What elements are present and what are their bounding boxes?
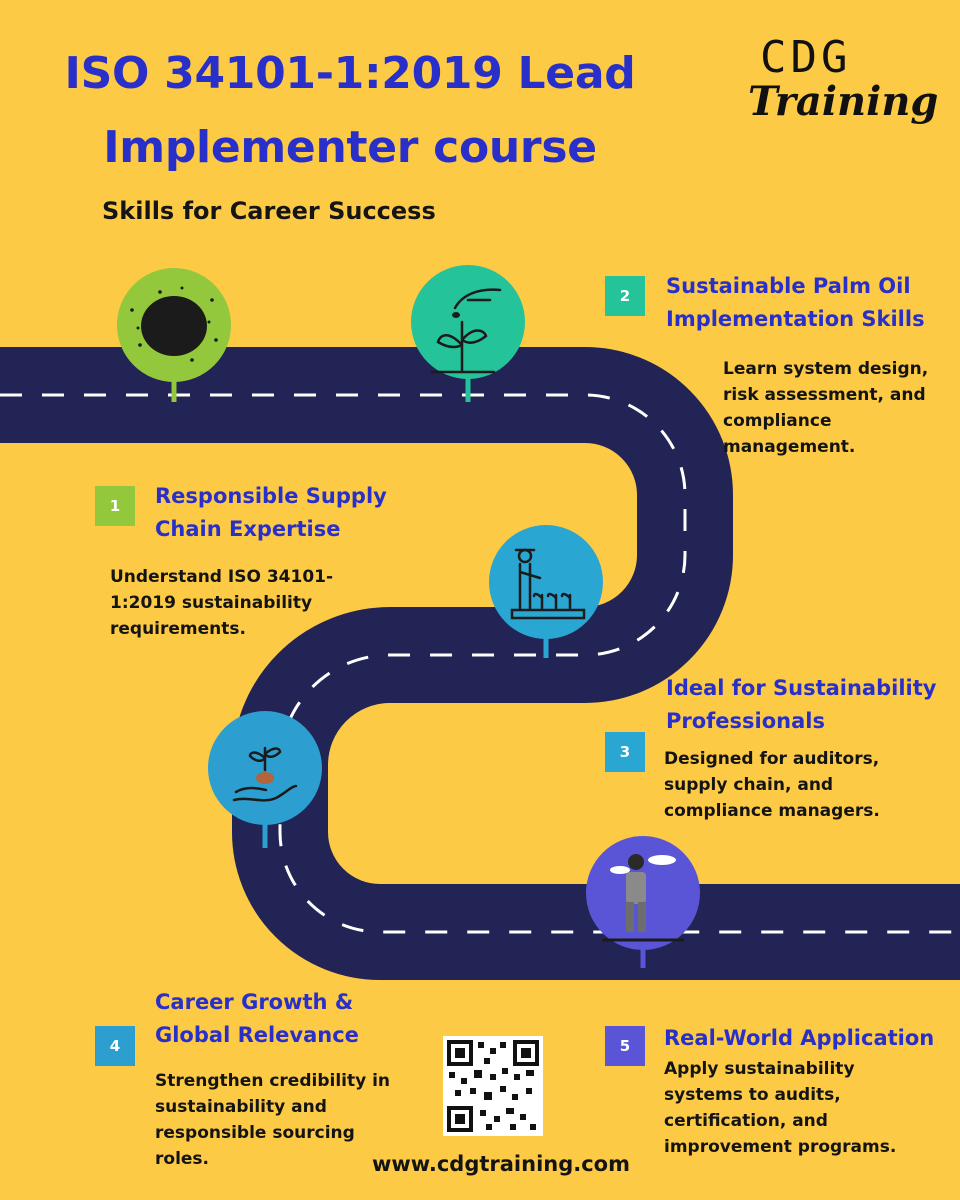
step-desc-5: Apply sustainability systems to audits, … — [664, 1056, 896, 1160]
step-title-3-line2: Professionals — [666, 709, 825, 733]
step-desc-3-line: supply chain, and — [664, 775, 834, 795]
step-badge-2: 2 — [605, 276, 645, 316]
step-title-3-line1: Ideal for Sustainability — [666, 676, 937, 700]
step-desc-2: Learn system design, risk assessment, an… — [723, 356, 928, 460]
step-title-2: Sustainable Palm Oil Implementation Skil… — [666, 270, 925, 336]
step-desc-1-line: 1:2019 sustainability — [110, 593, 313, 613]
step-title-2-line1: Sustainable Palm Oil — [666, 274, 911, 298]
step-desc-4-line: responsible sourcing — [155, 1123, 355, 1143]
step-title-4-line1: Career Growth & — [155, 990, 354, 1014]
step-desc-3-line: compliance managers. — [664, 801, 880, 821]
page-title-line2: Implementer course — [103, 122, 597, 173]
step-desc-4-line: sustainability and — [155, 1097, 327, 1117]
step-desc-5-line: certification, and — [664, 1111, 828, 1131]
step-desc-5-line: systems to audits, — [664, 1085, 841, 1105]
step-desc-1: Understand ISO 34101- 1:2019 sustainabil… — [110, 564, 333, 642]
step-title-2-line2: Implementation Skills — [666, 307, 925, 331]
step-desc-2-line: compliance — [723, 411, 832, 431]
hand-sprout-marker-icon — [208, 711, 322, 848]
step-title-4: Career Growth & Global Relevance — [155, 986, 359, 1052]
step-badge-1: 1 — [95, 486, 135, 526]
step-desc-3: Designed for auditors, supply chain, and… — [664, 746, 880, 824]
step-desc-5-line: improvement programs. — [664, 1137, 897, 1157]
gardener-marker-icon — [586, 836, 700, 968]
step-desc-2-line: risk assessment, and — [723, 385, 926, 405]
page-title-line1: ISO 34101-1:2019 Lead — [64, 48, 636, 99]
qr-code-icon — [443, 1036, 543, 1136]
page-subtitle: Skills for Career Success — [102, 197, 436, 225]
website-url[interactable]: www.cdgtraining.com — [372, 1152, 630, 1176]
step-title-1-line2: Chain Expertise — [155, 517, 341, 541]
step-desc-1-line: Understand ISO 34101- — [110, 567, 334, 587]
step-desc-2-line: Learn system design, — [723, 359, 929, 379]
step-desc-4-line: Strengthen credibility in — [155, 1071, 391, 1091]
seeds-marker-icon — [117, 268, 231, 402]
road-dashes — [0, 393, 960, 934]
step-desc-4-line: roles. — [155, 1149, 209, 1169]
step-badge-4: 4 — [95, 1026, 135, 1066]
step-desc-4: Strengthen credibility in sustainability… — [155, 1068, 390, 1172]
step-desc-5-line: Apply sustainability — [664, 1059, 855, 1079]
step-title-3: Ideal for Sustainability Professionals — [666, 672, 936, 738]
step-badge-5: 5 — [605, 1026, 645, 1066]
step-badge-3: 3 — [605, 732, 645, 772]
logo-line2: Training — [748, 78, 939, 125]
logo-line1: CDG — [760, 32, 852, 83]
step-desc-3-line: Designed for auditors, — [664, 749, 880, 769]
road — [0, 347, 960, 980]
step-title-1-line1: Responsible Supply — [155, 484, 387, 508]
step-title-5: Real-World Application — [664, 1026, 935, 1050]
step-title-4-line2: Global Relevance — [155, 1023, 359, 1047]
step-desc-2-line: management. — [723, 437, 856, 457]
hand-seedling-marker-icon — [411, 265, 525, 402]
farmer-marker-icon — [489, 525, 603, 658]
step-desc-1-line: requirements. — [110, 619, 246, 639]
step-title-1: Responsible Supply Chain Expertise — [155, 480, 387, 546]
